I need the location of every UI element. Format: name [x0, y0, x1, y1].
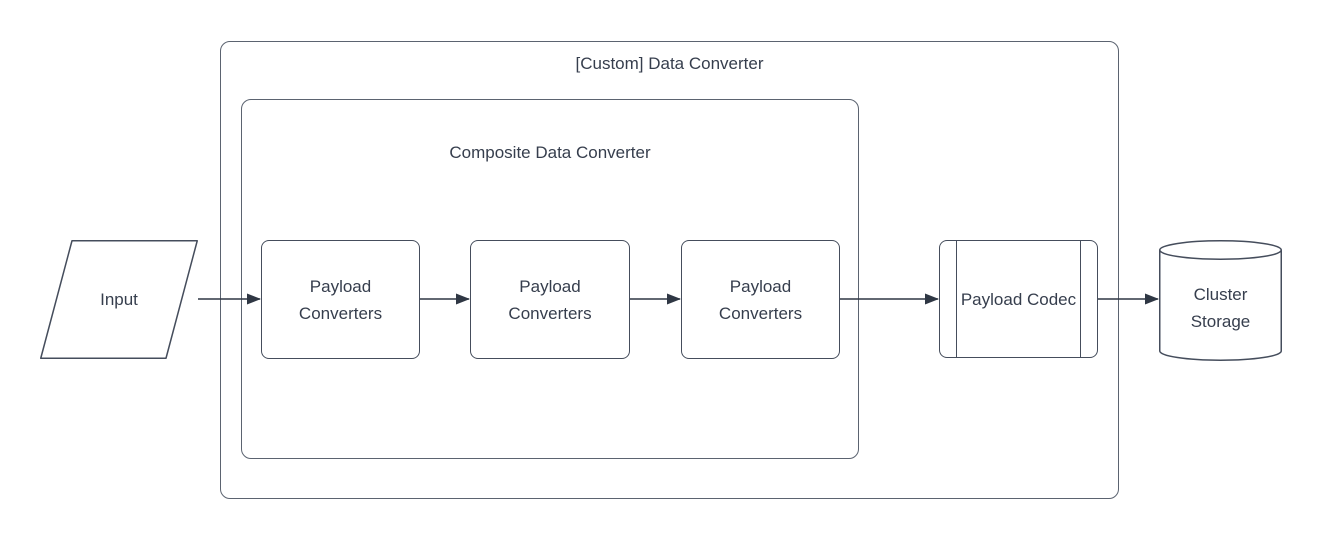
cluster-storage-label: Cluster Storage [1190, 284, 1251, 331]
payload-codec-node: Payload Codec [939, 240, 1098, 358]
custom-data-converter-container: [Custom] Data Converter [220, 41, 1119, 499]
payload-converters-node-3: Payload Converters [681, 240, 840, 359]
cylinder-shape [1159, 240, 1282, 361]
codec-left-bar [956, 241, 957, 357]
composite-data-converter-label: Composite Data Converter [449, 143, 651, 162]
payload-converters-node-1: Payload Converters [261, 240, 420, 359]
payload-codec-label: Payload Codec [960, 289, 1077, 309]
input-label: Input [100, 290, 138, 309]
cluster-storage-node: Cluster Storage [1159, 240, 1282, 361]
payload-converters-node-2: Payload Converters [470, 240, 630, 359]
codec-right-bar [1080, 241, 1081, 357]
payload-converters-label-2: Payload Converters [508, 276, 592, 323]
payload-converters-label-3: Payload Converters [718, 276, 803, 323]
custom-data-converter-label: [Custom] Data Converter [575, 54, 764, 73]
composite-data-converter-container: Composite Data Converter [241, 99, 859, 459]
payload-converters-label-1: Payload Converters [298, 276, 383, 323]
parallelogram-shape [40, 240, 198, 359]
input-node: Input [40, 240, 198, 359]
